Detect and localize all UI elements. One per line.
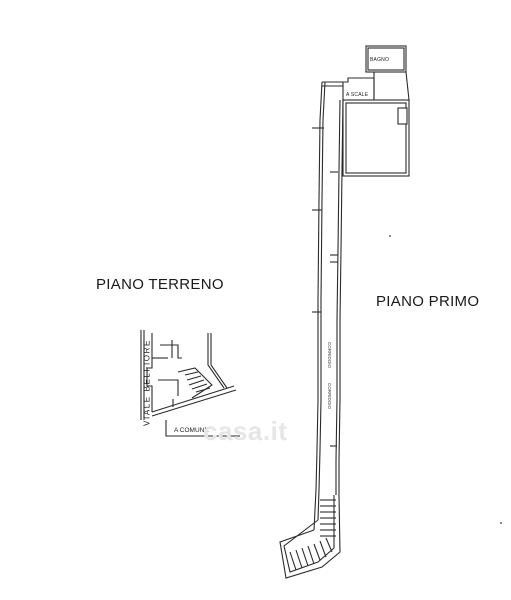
ground-floor-plan (140, 330, 240, 437)
watermark: casa.it (203, 416, 288, 446)
first-floor-corridor (312, 81, 344, 531)
ground-floor-title: PIANO TERRENO (96, 276, 224, 293)
bathroom-label: BAGNO (370, 57, 390, 63)
corridor-label-a: CORRIDOIO (327, 342, 332, 369)
first-floor-upper-rooms (322, 45, 410, 237)
stairs-label: A SCALE (346, 92, 369, 98)
access-label: A COMUNE (174, 427, 209, 434)
street-label: VIALE BELFIORE (142, 339, 152, 426)
first-floor-title: PIANO PRIMO (376, 293, 480, 310)
first-floor-bottom-stair (279, 494, 502, 579)
corridor-label-b: CORRIDOIO (327, 383, 332, 410)
